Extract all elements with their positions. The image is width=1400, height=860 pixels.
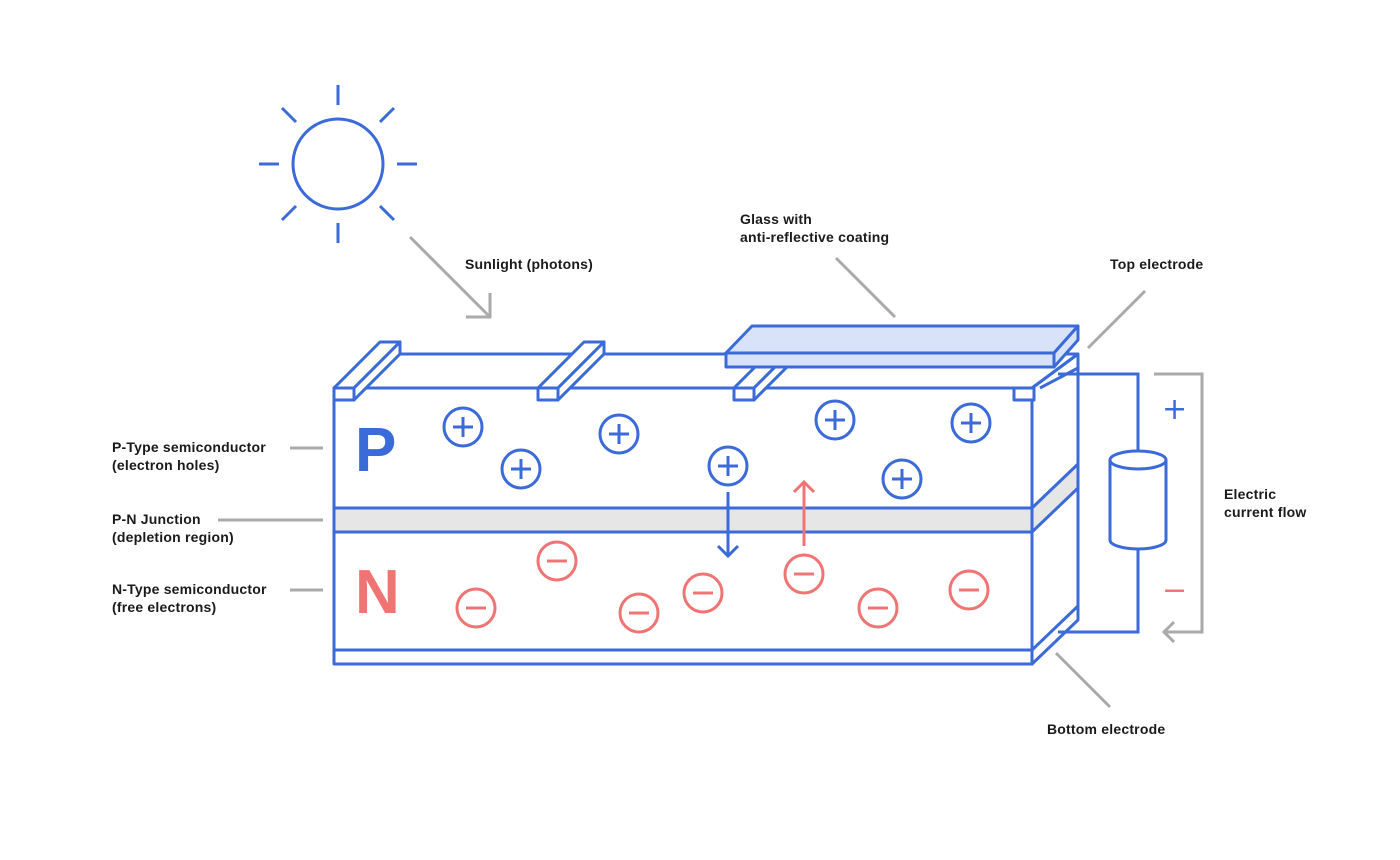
- load-cylinder-icon: [1108, 449, 1168, 551]
- negative-terminal-sign: −: [1162, 573, 1188, 608]
- electrode-finger: [536, 340, 606, 402]
- positive-terminal-sign: +: [1162, 392, 1188, 427]
- electrode-finger: [1012, 386, 1036, 402]
- pn-junction-layer: [334, 508, 1032, 532]
- current-flow-arrow: [1154, 372, 1204, 644]
- photon-arrow-icon: [408, 235, 492, 319]
- electron-minus-icon: [682, 572, 724, 614]
- hole-plus-icon: [442, 406, 484, 448]
- electrode-finger: [332, 340, 402, 402]
- leader-lines: [218, 256, 1147, 709]
- electrons-group: [455, 540, 990, 634]
- electron-minus-icon: [536, 540, 578, 582]
- hole-plus-icon: [814, 399, 856, 441]
- electron-minus-icon: [857, 587, 899, 629]
- hole-plus-icon: [707, 445, 749, 487]
- glass-label: Glass with anti-reflective coating: [740, 211, 890, 245]
- p-type-label: P-Type semiconductor (electron holes): [112, 439, 266, 473]
- hole-plus-icon: [598, 413, 640, 455]
- electron-minus-icon: [455, 587, 497, 629]
- bottom-electrode-label: Bottom electrode: [1047, 721, 1166, 737]
- hole-plus-icon: [950, 402, 992, 444]
- sunlight-label: Sunlight (photons): [465, 256, 594, 272]
- electron-drift-arrow: [792, 479, 816, 546]
- n-type-label: N-Type semiconductor (free electrons): [112, 581, 267, 615]
- electron-minus-icon: [618, 592, 660, 634]
- pn-junction-side: [1032, 464, 1078, 532]
- top-electrode-label: Top electrode: [1110, 256, 1204, 272]
- hole-plus-icon: [881, 458, 923, 500]
- electron-minus-icon: [948, 569, 990, 611]
- electron-minus-icon: [783, 553, 825, 595]
- current-flow-label: Electric current flow: [1224, 486, 1307, 520]
- hole-plus-icon: [500, 448, 542, 490]
- external-circuit: [1058, 372, 1140, 634]
- pn-junction-label: P-N Junction (depletion region): [112, 511, 234, 545]
- glass-plate: [724, 324, 1080, 369]
- sun-icon: [259, 85, 417, 243]
- n-layer-letter: N: [355, 558, 400, 627]
- holes-group: [442, 399, 992, 500]
- p-layer-letter: P: [355, 416, 397, 485]
- solar-cell-body: [332, 352, 1080, 666]
- hole-drift-arrow: [716, 492, 740, 559]
